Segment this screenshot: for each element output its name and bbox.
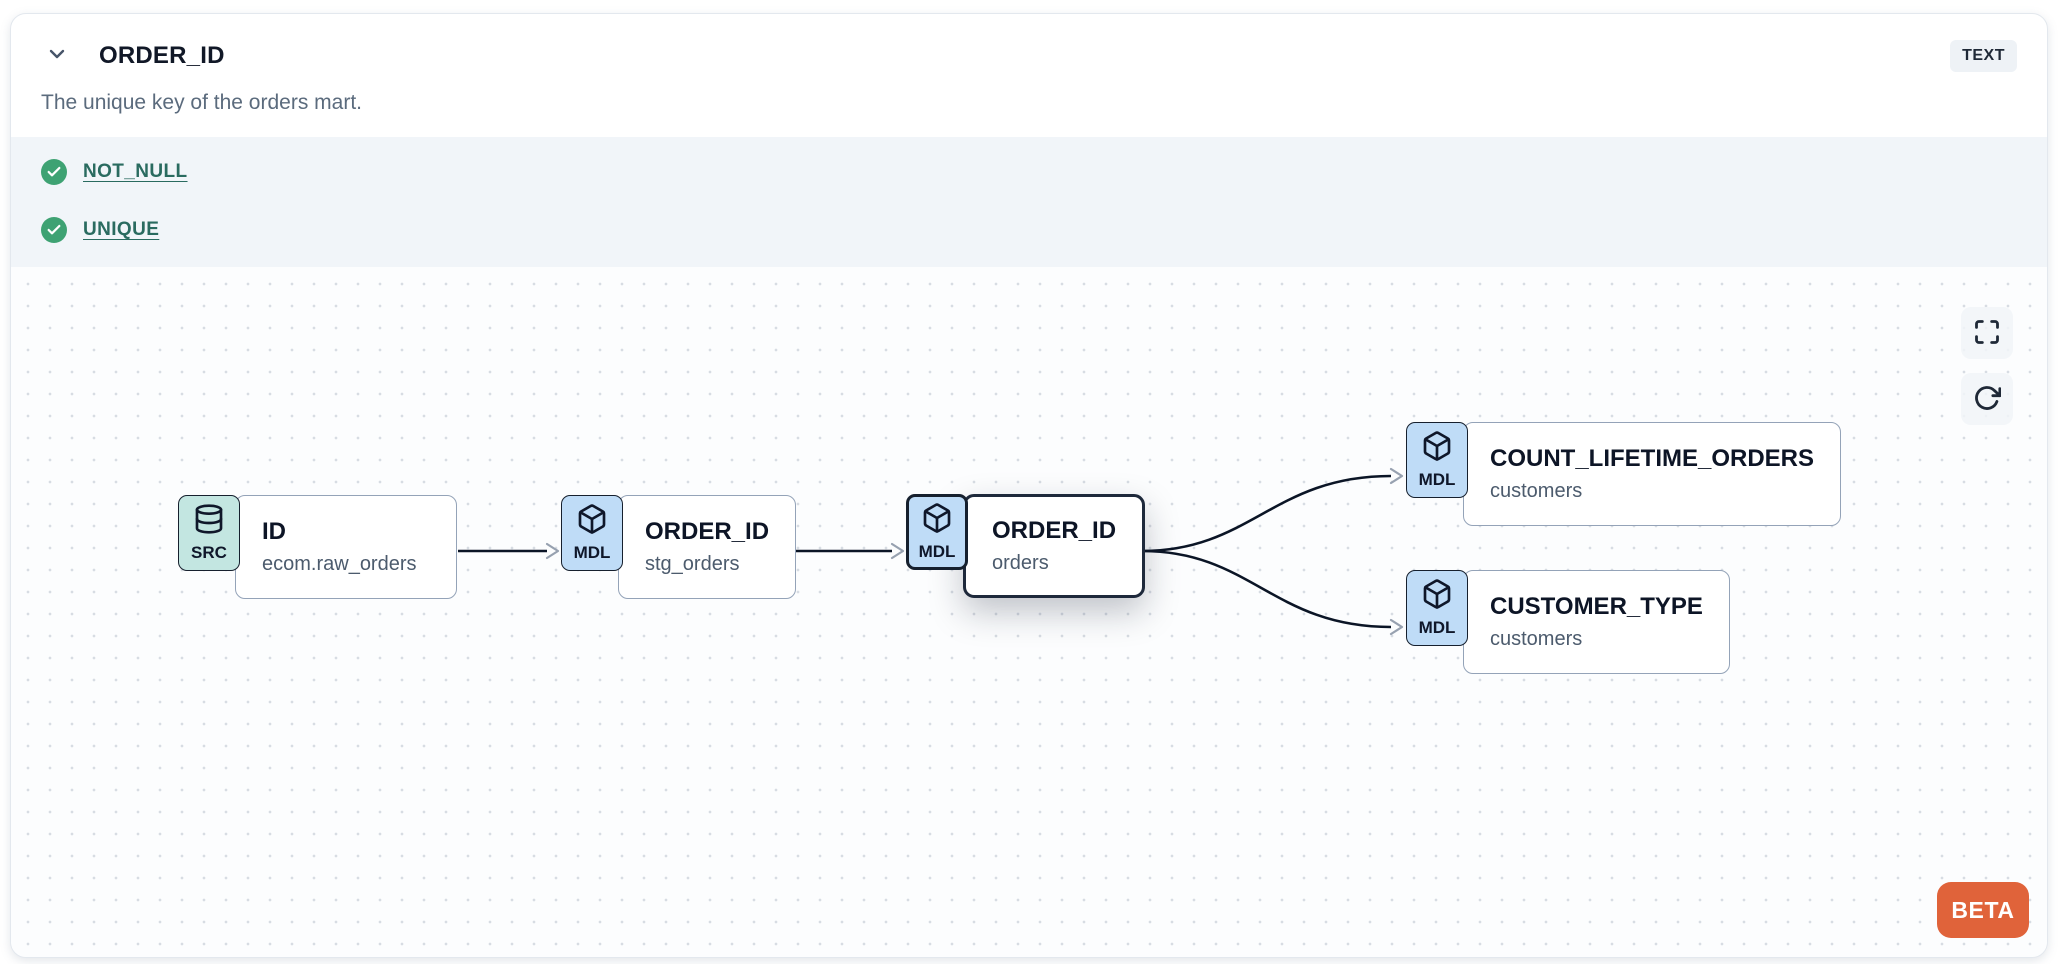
edge bbox=[1141, 474, 1392, 553]
arrowhead-icon bbox=[545, 542, 560, 560]
column-details-panel: ORDER_ID TEXT The unique key of the orde… bbox=[10, 13, 2048, 958]
node-subtitle: customers bbox=[1490, 628, 1583, 650]
node-title: COUNT_LIFETIME_ORDERS bbox=[1490, 445, 1815, 472]
test-row: UNIQUE bbox=[41, 213, 2017, 247]
panel-header: ORDER_ID TEXT bbox=[11, 14, 2047, 73]
edge bbox=[1141, 549, 1392, 629]
node-type-badge: MDL bbox=[561, 495, 623, 571]
node-badge-label: MDL bbox=[1418, 618, 1456, 637]
cube-icon bbox=[921, 502, 953, 539]
arrowhead-icon bbox=[1389, 618, 1404, 636]
node-title: ORDER_ID bbox=[992, 517, 1117, 544]
arrowhead-icon bbox=[890, 542, 905, 560]
beta-badge: BETA bbox=[1937, 882, 2029, 938]
lineage-node-stg-orders[interactable]: MDL ORDER_ID stg_orders bbox=[561, 495, 797, 599]
column-title: ORDER_ID bbox=[99, 41, 225, 69]
canvas-controls bbox=[1961, 307, 2013, 425]
lineage-edges bbox=[458, 467, 1404, 636]
node-subtitle: ecom.raw_orders bbox=[262, 553, 417, 575]
node-badge-label: MDL bbox=[918, 542, 956, 561]
fullscreen-button[interactable] bbox=[1961, 307, 2013, 359]
lineage-canvas[interactable]: SRC ID ecom.raw_orders MDL ORDER_ID stg_… bbox=[11, 267, 2047, 957]
node-card: COUNT_LIFETIME_ORDERS customers bbox=[1463, 422, 1842, 526]
database-icon bbox=[193, 503, 225, 540]
chevron-down-icon bbox=[45, 42, 69, 69]
node-card: ORDER_ID stg_orders bbox=[618, 495, 797, 599]
node-type-badge: MDL bbox=[906, 494, 968, 570]
check-circle-icon bbox=[41, 159, 67, 185]
node-type-badge: MDL bbox=[1406, 422, 1468, 498]
column-type-badge: TEXT bbox=[1950, 39, 2017, 72]
test-link-unique[interactable]: UNIQUE bbox=[83, 219, 160, 240]
node-title: ORDER_ID bbox=[645, 518, 770, 545]
lineage-node-source-id[interactable]: SRC ID ecom.raw_orders bbox=[178, 495, 457, 599]
lineage-node-orders-selected[interactable]: MDL ORDER_ID orders bbox=[906, 494, 1146, 598]
node-subtitle: orders bbox=[992, 552, 1049, 574]
node-badge-label: MDL bbox=[573, 543, 611, 562]
test-link-not-null[interactable]: NOT_NULL bbox=[83, 161, 188, 182]
check-circle-icon bbox=[41, 217, 67, 243]
test-row: NOT_NULL bbox=[41, 155, 2017, 189]
node-badge-label: SRC bbox=[191, 543, 227, 562]
node-title: CUSTOMER_TYPE bbox=[1490, 593, 1703, 620]
node-type-badge: MDL bbox=[1406, 570, 1468, 646]
lineage-node-count-lifetime-orders[interactable]: MDL COUNT_LIFETIME_ORDERS customers bbox=[1406, 422, 1842, 526]
cube-icon bbox=[576, 503, 608, 540]
column-description: The unique key of the orders mart. bbox=[41, 91, 362, 114]
node-card: ID ecom.raw_orders bbox=[235, 495, 457, 599]
tests-section: NOT_NULL UNIQUE bbox=[11, 137, 2047, 267]
node-badge-label: MDL bbox=[1418, 470, 1456, 489]
cube-icon bbox=[1421, 430, 1453, 467]
node-subtitle: stg_orders bbox=[645, 553, 740, 575]
node-card: ORDER_ID orders bbox=[963, 494, 1146, 598]
collapse-toggle-button[interactable] bbox=[41, 38, 73, 73]
refresh-icon bbox=[1973, 384, 2002, 415]
node-type-badge: SRC bbox=[178, 495, 240, 571]
node-subtitle: customers bbox=[1490, 480, 1583, 502]
cube-icon bbox=[1421, 578, 1453, 615]
node-card: CUSTOMER_TYPE customers bbox=[1463, 570, 1730, 674]
arrowhead-icon bbox=[1389, 467, 1404, 485]
maximize-icon bbox=[1973, 318, 2001, 349]
lineage-node-customer-type[interactable]: MDL CUSTOMER_TYPE customers bbox=[1406, 570, 1730, 674]
refresh-button[interactable] bbox=[1961, 373, 2013, 425]
node-title: ID bbox=[262, 518, 286, 545]
